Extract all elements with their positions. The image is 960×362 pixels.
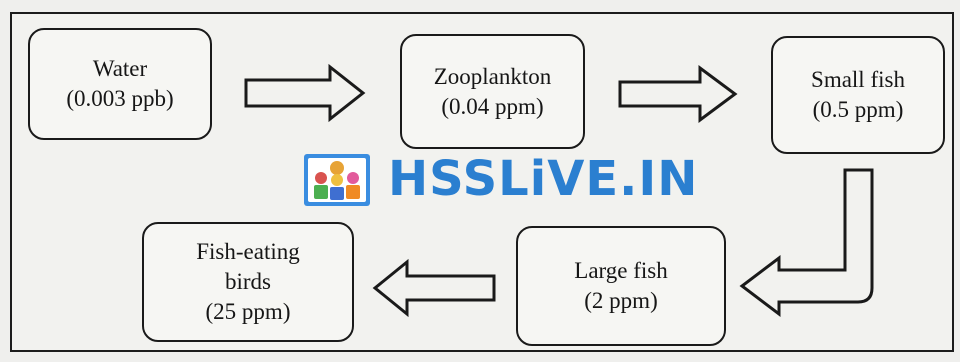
node-small-fish-name: Small fish <box>811 67 905 92</box>
node-large-fish: Large fish (2 ppm) <box>516 226 726 346</box>
node-birds-name-line2: birds <box>225 269 271 294</box>
arrow-small-fish-to-large-fish <box>739 168 874 318</box>
arrow-water-to-zooplankton <box>244 63 366 123</box>
node-water-value: (0.003 ppb) <box>66 86 174 111</box>
arrow-large-fish-to-birds <box>372 258 496 318</box>
node-birds-name-line1: Fish-eating <box>196 239 300 264</box>
node-zooplankton-name: Zooplankton <box>433 63 552 89</box>
arrow-zooplankton-to-small-fish <box>618 65 738 123</box>
node-zooplankton: Zooplankton (0.04 ppm) <box>400 34 585 149</box>
node-fish-eating-birds: Fish-eating birds (25 ppm) <box>142 222 354 342</box>
node-large-fish-name: Large fish <box>574 258 668 283</box>
node-small-fish-value: (0.5 ppm) <box>812 97 904 122</box>
node-zooplankton-value: (0.04 ppm) <box>441 93 544 119</box>
node-large-fish-value: (2 ppm) <box>584 288 658 313</box>
watermark: HSSLiVE.IN <box>300 148 698 210</box>
node-small-fish: Small fish (0.5 ppm) <box>771 36 945 154</box>
watermark-logo-icon <box>304 154 370 206</box>
watermark-text: HSSLiVE.IN <box>388 151 699 207</box>
node-birds-value: (25 ppm) <box>205 299 291 324</box>
node-water-name: Water <box>92 56 148 81</box>
node-water: Water (0.003 ppb) <box>28 28 212 140</box>
